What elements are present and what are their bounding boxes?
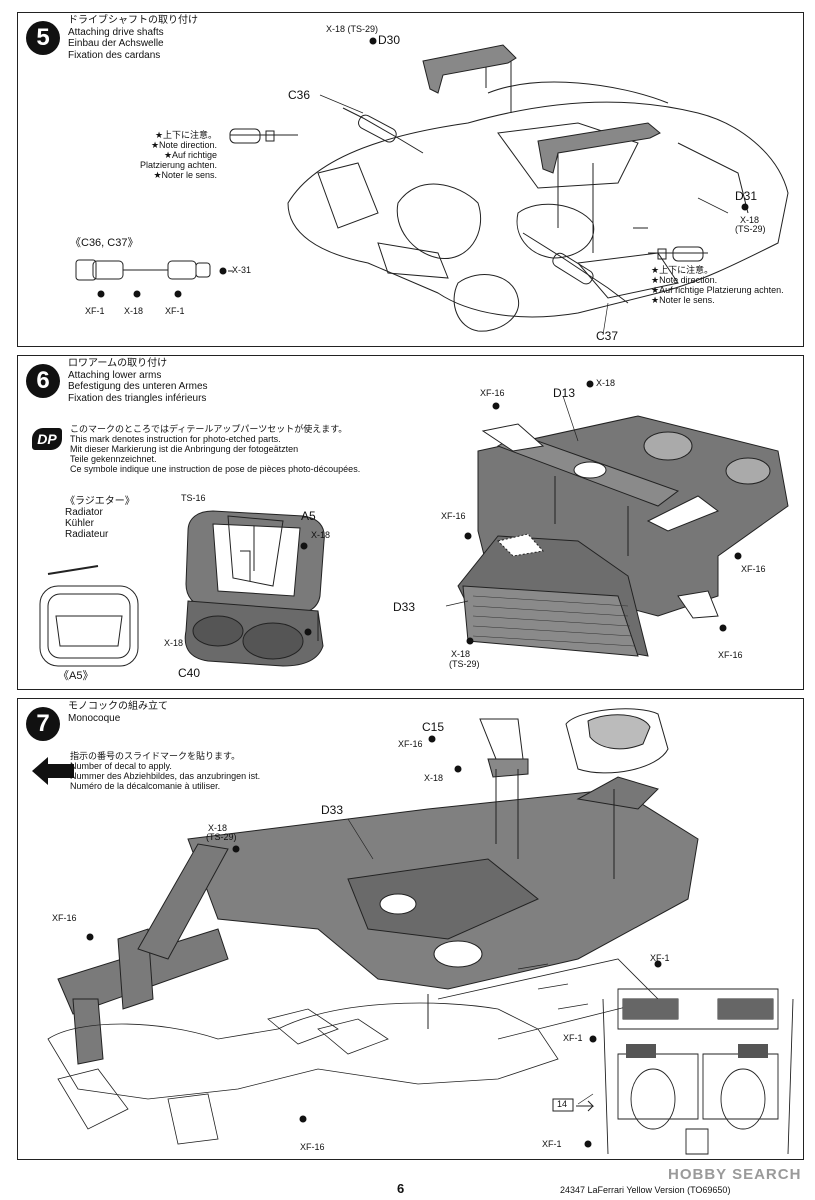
title-en: Attaching lower arms: [68, 369, 162, 381]
label-xf16-a: XF-16: [480, 388, 505, 398]
step-7-panel: 7 モノコックの組み立て Monocoque 指示の番号のスライドマークを貼りま…: [17, 698, 804, 1160]
label-c37: C37: [596, 329, 619, 343]
label-x18-c: X-18: [596, 378, 616, 388]
label-d30: D30: [378, 33, 401, 47]
label-xf1-b: XF-1: [165, 306, 185, 316]
label-decal-14: 14: [557, 1099, 568, 1109]
label-xf1-a: XF-1: [650, 953, 670, 963]
step-5-panel: 5 ドライブシャフトの取り付け Attaching drive shafts E…: [17, 12, 804, 347]
label-xf16-a: XF-16: [398, 739, 423, 749]
label-c36: C36: [288, 88, 311, 102]
title-fr: Fixation des triangles inférieurs: [68, 392, 207, 404]
step-number-badge: 5: [26, 21, 60, 55]
monocoque-illustration: [47, 708, 794, 1155]
dp-note: このマークのところではディテールアップパーツセットが使えます。This mark…: [70, 424, 361, 474]
label-x18-b: X-18: [164, 638, 184, 648]
label-x18-b: X-18: [124, 306, 144, 316]
label-d33: D33: [321, 803, 344, 817]
decal-note: 指示の番号のスライドマークを貼ります。Number of decal to ap…: [70, 751, 261, 791]
step-title: ドライブシャフトの取り付け Attaching drive shafts Ein…: [68, 15, 198, 61]
sub-title-c36-c37: 《C36, C37》: [70, 237, 139, 249]
label-x18-a: X-18: [311, 530, 331, 540]
step-number-badge: 6: [26, 364, 60, 398]
label-c40: C40: [178, 666, 201, 680]
lower-arm-illustration: [39, 380, 789, 667]
label-ts16: TS-16: [181, 493, 206, 503]
title-ja: ドライブシャフトの取り付け: [68, 15, 198, 26]
step-title: モノコックの組み立て Monocoque: [68, 701, 168, 724]
label-xf1-a: XF-1: [85, 306, 105, 316]
step-title: ロワアームの取り付け Attaching lower arms Befestig…: [68, 358, 208, 404]
title-en: Monocoque: [68, 712, 121, 724]
label-ts29: (TS-29): [449, 659, 480, 669]
label-d31: D31: [735, 189, 758, 203]
label-x18-a: X-18: [424, 773, 444, 783]
label-d33: D33: [393, 600, 416, 614]
label-xf16-b: XF-16: [52, 913, 77, 923]
title-en: Attaching drive shafts: [68, 26, 164, 38]
title-de: Einbau der Achswelle: [68, 38, 164, 49]
label-xf1-c: XF-1: [542, 1139, 562, 1149]
title-fr: Fixation des cardans: [68, 49, 161, 61]
direction-note-right: ★上下に注意。★Note direction.★Auf richtige Pla…: [651, 265, 784, 305]
label-x31: X-31: [232, 265, 252, 275]
label-xf16-b: XF-16: [441, 511, 466, 521]
title-de: Befestigung des unteren Armes: [68, 381, 208, 392]
title-ja: モノコックの組み立て: [68, 701, 168, 712]
label-x18-b: X-18: [208, 823, 228, 833]
label-xf16-c: XF-16: [300, 1142, 325, 1152]
label-xf16-c: XF-16: [741, 564, 766, 574]
label-x18-d: X-18: [451, 649, 471, 659]
drive-shaft-illustration: [75, 37, 789, 336]
step-6-panel: 6 ロワアームの取り付け Attaching lower arms Befest…: [17, 355, 804, 690]
label-d13: D13: [553, 386, 576, 400]
step-number-badge: 7: [26, 707, 60, 741]
footer-code: 24347 LaFerrari Yellow Version (TO69650): [560, 1185, 731, 1195]
page-number: 6: [397, 1181, 405, 1196]
label-ts29-right: (TS-29): [735, 224, 766, 234]
label-ts29: (TS-29): [206, 832, 237, 842]
label-x18-ts29: X-18 (TS-29): [326, 24, 379, 34]
dp-badge-icon: DP: [32, 428, 62, 450]
title-ja: ロワアームの取り付け: [68, 358, 168, 369]
label-xf1-b: XF-1: [563, 1033, 583, 1043]
decal-arrow-icon: [32, 757, 74, 785]
label-a5: A5: [301, 509, 316, 523]
label-xf16-d: XF-16: [718, 650, 743, 660]
label-a5-sub: 《A5》: [58, 670, 94, 682]
label-c15: C15: [422, 720, 445, 734]
watermark-logo: HOBBY SEARCH: [668, 1166, 802, 1183]
label-x18-right: X-18: [740, 215, 760, 225]
